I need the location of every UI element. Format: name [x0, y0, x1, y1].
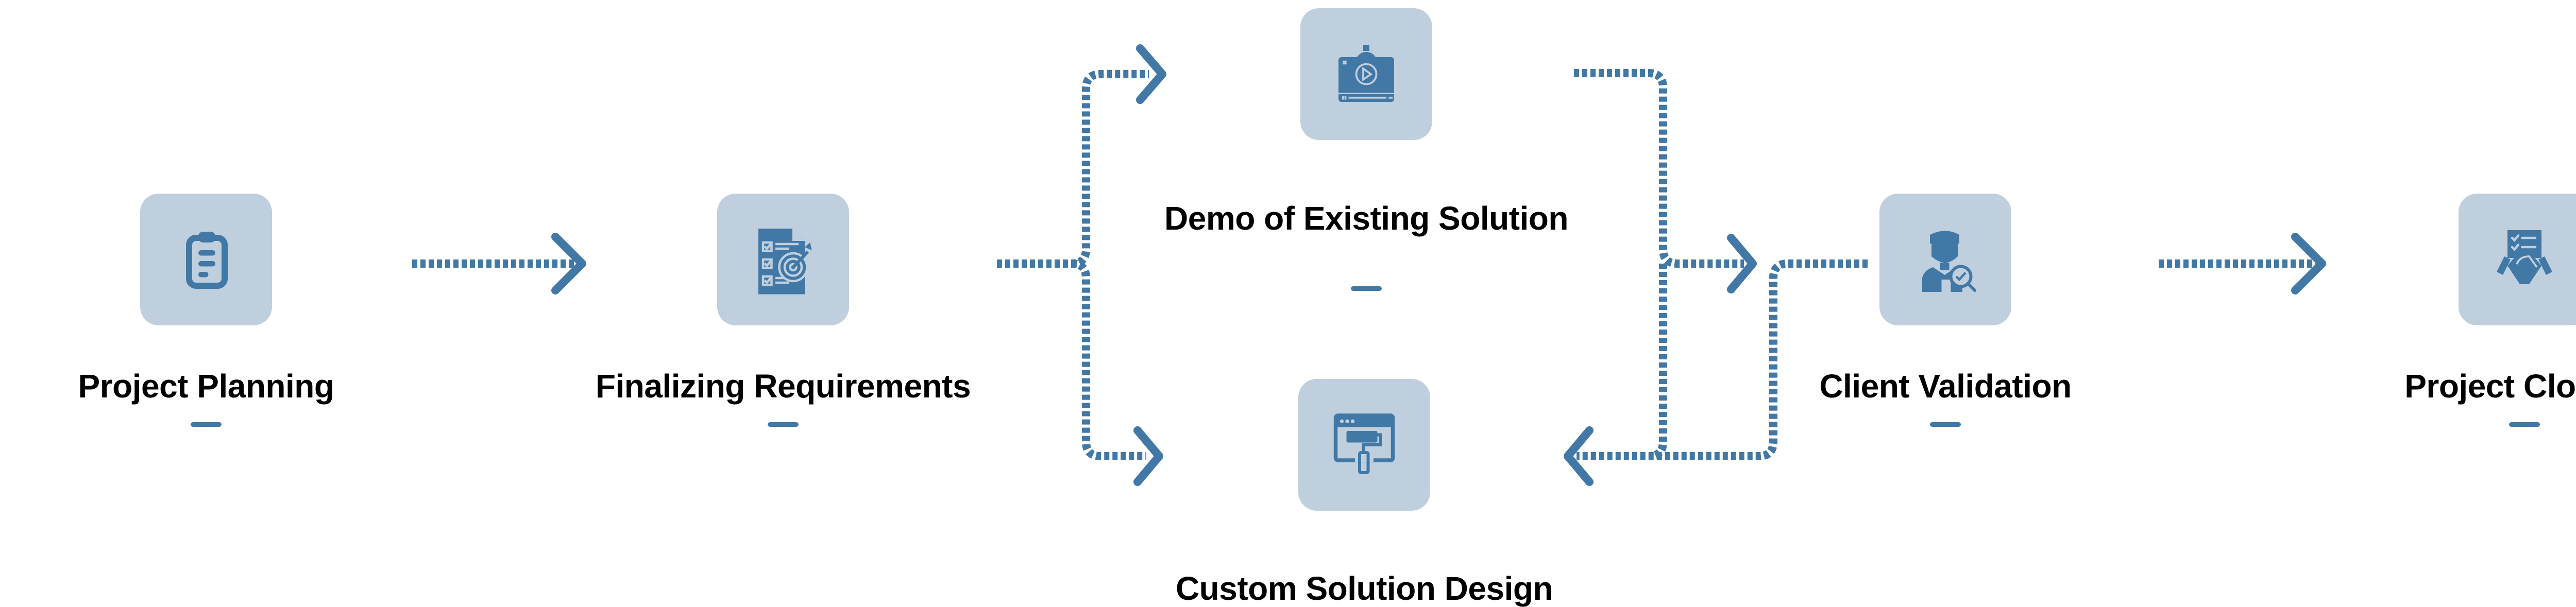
arrowhead-custom	[1133, 426, 1163, 486]
step-underline-project-closure	[2509, 422, 2540, 427]
step-box-project-planning	[140, 194, 272, 325]
arrowhead-requirements	[551, 233, 586, 294]
step-box-project-closure	[2459, 194, 2576, 325]
person-magnifier-check-icon	[1922, 231, 1976, 292]
step-label-finalizing-requirements: Finalizing Requirements	[595, 368, 971, 405]
clipboard-icon	[186, 232, 228, 289]
connector-validation-custom-branch	[1648, 264, 1667, 460]
step-underline-client-validation	[1930, 422, 1961, 427]
connector-validation-custom	[1577, 259, 1868, 460]
step-label-project-closure: Project Closure	[2404, 368, 2576, 405]
step-underline-project-planning	[191, 422, 222, 427]
arrowhead-custom-return	[1564, 426, 1594, 486]
arrowhead-validation	[1727, 234, 1757, 293]
step-box-finalizing-requirements	[717, 194, 849, 325]
connector-layer	[412, 44, 2326, 486]
video-player-gear-icon	[1338, 45, 1394, 102]
step-box-demo-existing-solution	[1300, 8, 1432, 140]
step-label-project-planning: Project Planning	[78, 368, 334, 405]
step-box-custom-solution-design	[1298, 379, 1430, 511]
step-label-client-validation: Client Validation	[1819, 368, 2072, 405]
handshake-checklist-icon	[2497, 230, 2552, 284]
step-label-custom-solution-design: Custom Solution Design	[1175, 570, 1553, 607]
checklist-target-icon	[758, 229, 812, 294]
connector-requirements-split	[997, 70, 1149, 268]
step-label-demo-existing-solution: Demo of Existing Solution	[1164, 200, 1568, 237]
connector-demo-validation	[1574, 69, 1744, 268]
step-box-client-validation	[1879, 194, 2011, 325]
step-underline-demo-existing-solution	[1351, 286, 1382, 291]
step-underline-finalizing-requirements	[768, 422, 799, 427]
arrowhead-demo	[1136, 44, 1166, 104]
browser-paint-roller-icon	[1333, 413, 1395, 474]
arrowhead-closure	[2291, 233, 2326, 294]
